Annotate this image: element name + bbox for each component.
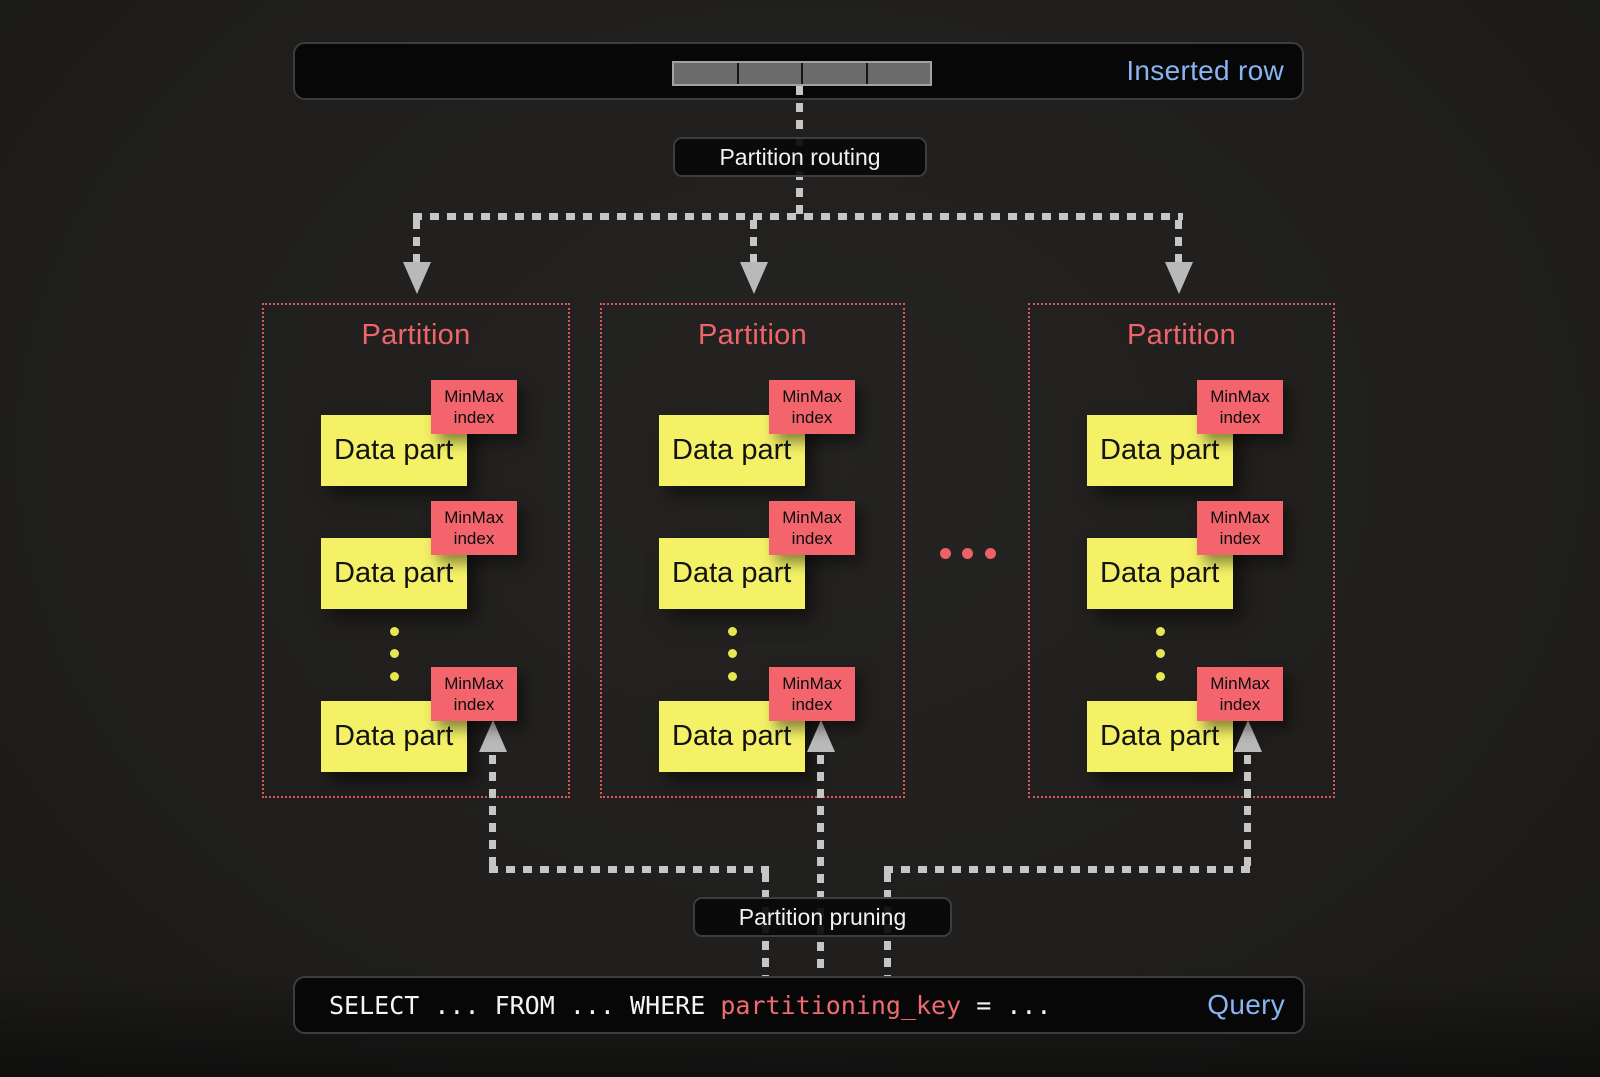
- query-sql-text: SELECT ... FROM ... WHERE partitioning_k…: [329, 991, 1051, 1020]
- row-segment: [738, 63, 801, 84]
- minmax-index-tag: MinMax index: [431, 501, 517, 555]
- arrow-down-icon: [403, 262, 431, 294]
- ellipsis-dot: [728, 649, 737, 658]
- row-segment: [867, 63, 930, 84]
- minmax-index-tag: MinMax index: [769, 667, 855, 721]
- arrow-down-icon: [740, 262, 768, 294]
- minmax-index-tag: MinMax index: [431, 380, 517, 434]
- minmax-line1: MinMax: [782, 386, 842, 406]
- minmax-line2: index: [791, 529, 833, 548]
- routing-drop-line-3: [1175, 220, 1182, 264]
- partition-ellipsis-dot: [940, 548, 951, 559]
- sql-suffix: = ...: [961, 990, 1052, 1020]
- arrow-up-icon: [479, 720, 507, 752]
- minmax-line1: MinMax: [782, 673, 842, 693]
- pruning-line-right-up: [1244, 755, 1251, 868]
- minmax-line1: MinMax: [1210, 673, 1270, 693]
- data-part-label: Data part: [334, 434, 454, 466]
- minmax-line2: index: [1219, 695, 1261, 714]
- partition-title: Partition: [1126, 319, 1237, 351]
- data-part-label: Data part: [334, 720, 454, 752]
- routing-branch-line: [413, 213, 1183, 220]
- minmax-index-tag: MinMax index: [431, 667, 517, 721]
- minmax-line1: MinMax: [444, 673, 504, 693]
- partition-box-1: Partition MinMax index Data part MinMax …: [262, 303, 570, 798]
- data-part-box: Data part: [321, 415, 467, 486]
- partition-ellipsis-dot: [985, 548, 996, 559]
- pruning-line-left-up: [489, 755, 496, 868]
- inserted-row-bar: [672, 61, 932, 86]
- pruning-line-center: [817, 755, 824, 976]
- data-part-label: Data part: [1100, 434, 1220, 466]
- row-segment: [674, 63, 737, 84]
- ellipsis-dot: [728, 672, 737, 681]
- minmax-line2: index: [1219, 529, 1261, 548]
- arrow-up-icon: [1234, 720, 1262, 752]
- minmax-line1: MinMax: [444, 507, 504, 527]
- ellipsis-dot: [1156, 627, 1165, 636]
- minmax-index-tag: MinMax index: [769, 501, 855, 555]
- minmax-line2: index: [453, 695, 495, 714]
- ellipsis-dot: [390, 649, 399, 658]
- sql-partitioning-key: partitioning_key: [720, 990, 962, 1020]
- ellipsis-dot: [390, 627, 399, 636]
- arrow-up-icon: [807, 720, 835, 752]
- routing-drop-line-2: [750, 220, 757, 264]
- minmax-index-tag: MinMax index: [1197, 667, 1283, 721]
- partition-box-3: Partition MinMax index Data part MinMax …: [1028, 303, 1335, 798]
- minmax-line2: index: [453, 529, 495, 548]
- ellipsis-dot: [1156, 649, 1165, 658]
- minmax-line1: MinMax: [1210, 507, 1270, 527]
- partition-routing-label: Partition routing: [673, 137, 927, 177]
- inserted-row-label: Inserted row: [1126, 55, 1284, 86]
- partition-title: Partition: [361, 319, 471, 351]
- minmax-line2: index: [453, 408, 495, 427]
- minmax-line2: index: [791, 695, 833, 714]
- ellipsis-dot: [390, 672, 399, 681]
- ellipsis-dot: [728, 627, 737, 636]
- row-segment: [803, 63, 866, 84]
- data-part-label: Data part: [1100, 720, 1220, 752]
- partition-pruning-label: Partition pruning: [693, 897, 952, 937]
- data-part-label: Data part: [1100, 557, 1220, 589]
- arrow-down-icon: [1165, 262, 1193, 294]
- pruning-branch-right: [884, 866, 1252, 873]
- minmax-line2: index: [1219, 408, 1261, 427]
- data-part-label: Data part: [672, 720, 792, 752]
- minmax-line1: MinMax: [444, 386, 504, 406]
- query-label: Query: [1207, 989, 1285, 1020]
- minmax-index-tag: MinMax index: [1197, 380, 1283, 434]
- sql-prefix: SELECT ... FROM ... WHERE: [329, 990, 721, 1020]
- inserted-row-panel: Inserted row: [293, 42, 1304, 100]
- routing-drop-line-1: [413, 220, 420, 264]
- partition-title: Partition: [697, 319, 808, 351]
- ellipsis-dot: [1156, 672, 1165, 681]
- partition-ellipsis-dot: [962, 548, 973, 559]
- partition-pruning-text: Partition pruning: [738, 903, 907, 930]
- partition-box-2: Partition MinMax index Data part MinMax …: [600, 303, 905, 798]
- minmax-line2: index: [791, 408, 833, 427]
- partition-routing-text: Partition routing: [719, 143, 881, 170]
- minmax-line1: MinMax: [782, 507, 842, 527]
- data-part-label: Data part: [672, 434, 792, 466]
- minmax-line1: MinMax: [1210, 386, 1270, 406]
- minmax-index-tag: MinMax index: [1197, 501, 1283, 555]
- query-panel: SELECT ... FROM ... WHERE partitioning_k…: [293, 976, 1305, 1034]
- data-part-box: Data part: [1087, 538, 1233, 609]
- data-part-label: Data part: [672, 557, 792, 589]
- pruning-branch-left: [489, 866, 769, 873]
- minmax-index-tag: MinMax index: [769, 380, 855, 434]
- data-part-label: Data part: [334, 557, 454, 589]
